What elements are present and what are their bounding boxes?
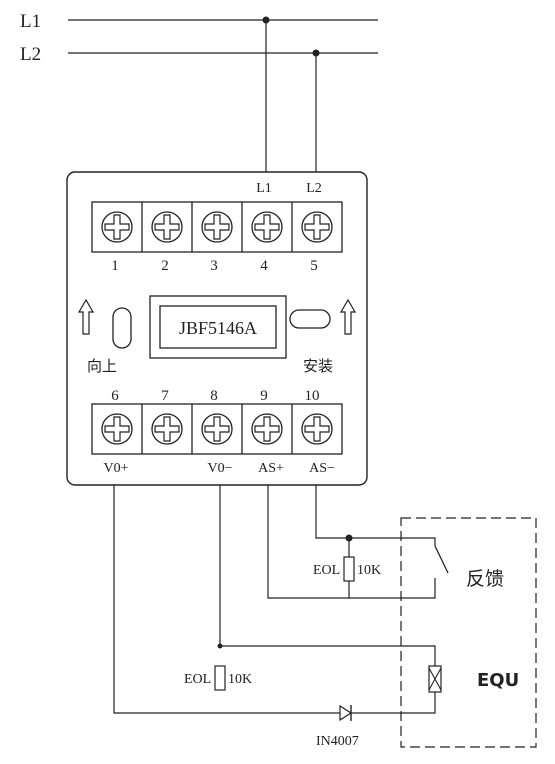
equ-coil-icon [428,665,442,693]
output-eol-resistor [214,665,226,691]
terminal-label-l2: L2 [306,181,322,196]
up-label: 向上 [87,357,117,375]
vo-plus-wire [113,485,340,714]
terminal-label-as-plus: AS+ [258,461,284,476]
bus-l2-label: L2 [20,44,41,65]
feedback-label: 反馈 [466,568,504,590]
diode-label: IN4007 [316,734,359,749]
terminal-number-8: 8 [210,388,218,404]
terminal-screw-6-icon [101,413,133,445]
output-eol-value: 10K [228,672,252,687]
terminal-label-vo-minus: V0− [207,461,232,476]
horizontal-mounting-slot [289,309,331,329]
terminal-number-3: 3 [210,258,218,274]
equipment-dashed-box [400,517,537,748]
as-minus-wire [315,485,436,546]
feedback-eol-value: 10K [357,563,381,578]
vo-minus-wire [219,485,436,666]
terminal-number-9: 9 [260,388,268,404]
terminal-screw-3-icon [201,211,233,243]
feedback-eol-label: EOL [313,563,340,578]
diode-icon [339,704,353,722]
terminal-screw-4-icon [251,211,283,243]
terminal-screw-5-icon [301,211,333,243]
as-plus-wire [267,485,436,599]
equ-label: EQU [477,670,519,691]
terminal-screw-2-icon [151,211,183,243]
terminal-number-10: 10 [305,388,320,404]
terminal-label-vo-plus: V0+ [103,461,128,476]
terminal-number-5: 5 [310,258,318,274]
vertical-mounting-slot [112,307,132,349]
feedback-contact-icon [434,545,449,574]
feedback-eol-resistor [343,556,355,582]
terminal-number-6: 6 [111,388,119,404]
bottom-terminal-block [91,403,343,455]
terminal-label-as-minus: AS− [309,461,335,476]
model-plate-inner [159,305,277,349]
terminal-screw-10-icon [301,413,333,445]
output-junction [217,643,223,649]
terminal-screw-9-icon [251,413,283,445]
install-label: 安装 [303,357,333,375]
output-eol-label: EOL [184,672,211,687]
terminal-number-1: 1 [111,258,119,274]
model-label: JBF5146A [179,318,257,338]
terminal-number-7: 7 [161,388,169,404]
terminal-screw-8-icon [201,413,233,445]
up-arrow-right-icon [339,298,357,335]
terminal-screw-1-icon [101,211,133,243]
top-terminal-block [91,201,343,253]
up-arrow-left-icon [77,298,95,335]
terminal-label-l1: L1 [256,181,272,196]
diode-to-device-wire [351,692,436,714]
terminal-screw-7-icon [151,413,183,445]
terminal-number-2: 2 [161,258,169,274]
terminal-number-4: 4 [260,258,268,274]
bus-l1-label: L1 [20,11,41,32]
